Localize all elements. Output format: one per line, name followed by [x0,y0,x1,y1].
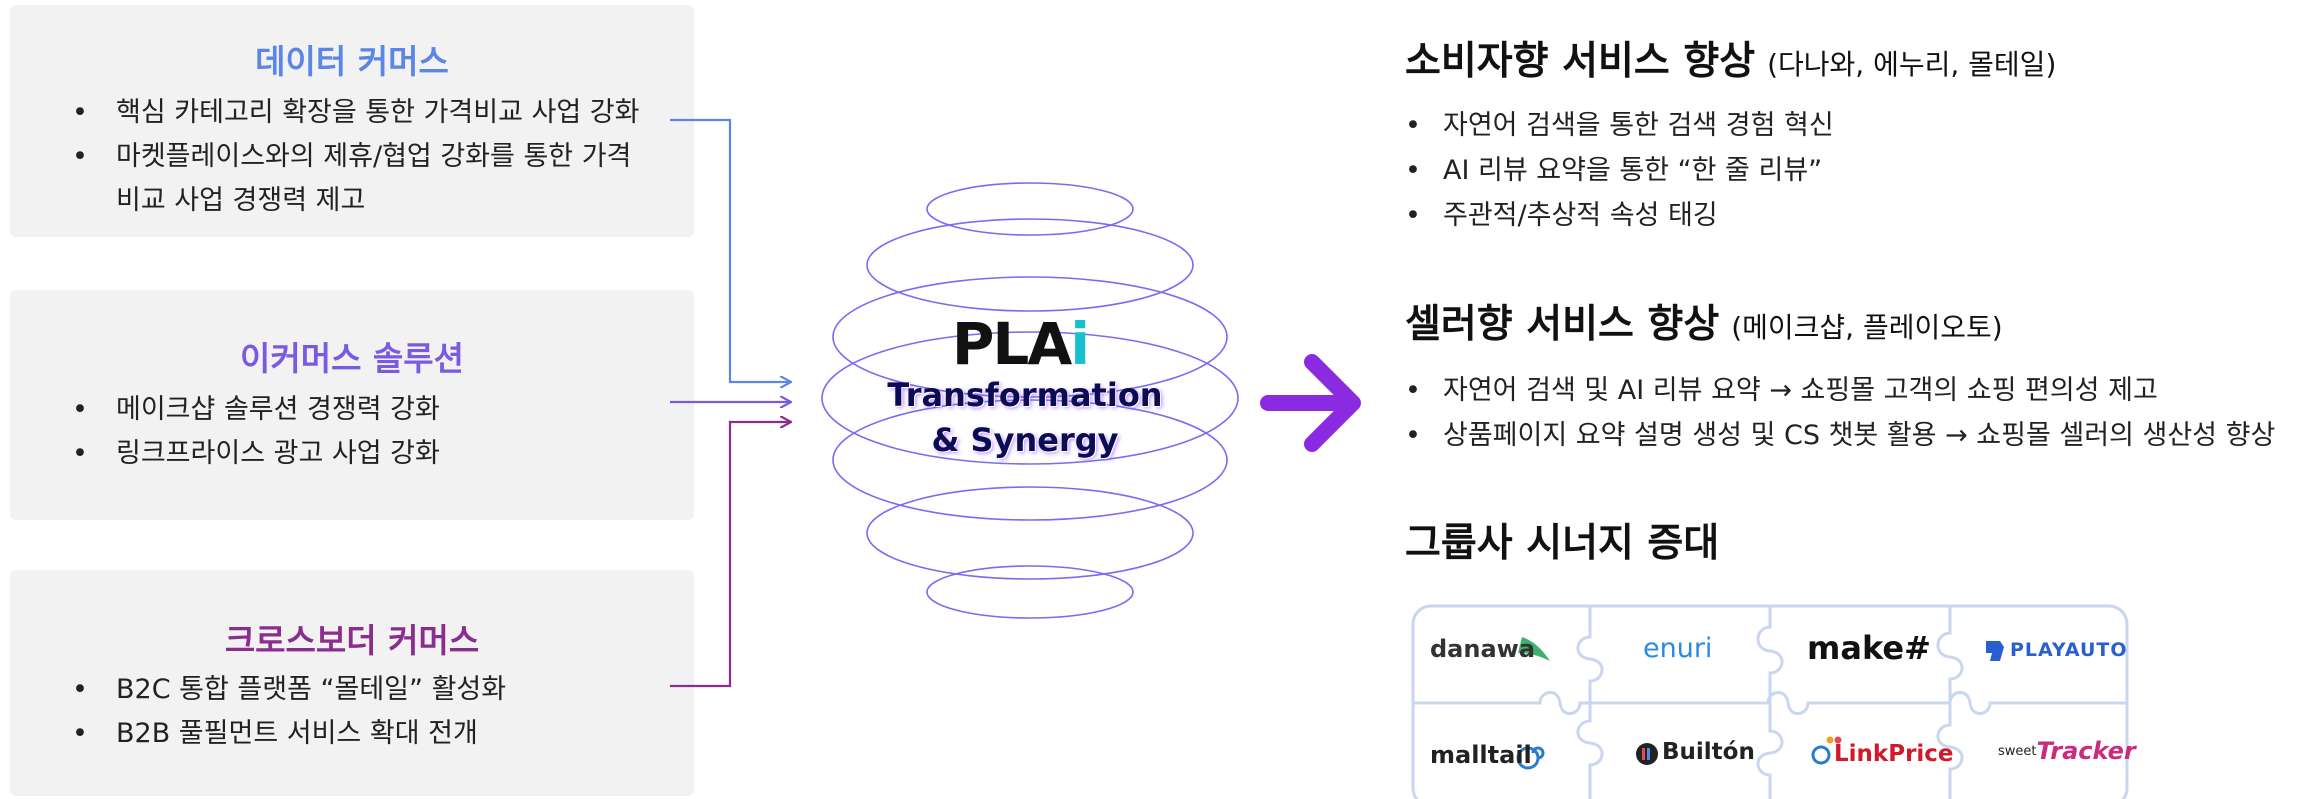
malltail-swirl-icon [1516,746,1545,770]
section-subtitle: (메이크샵, 플레이오토) [1731,311,2003,344]
group-logo-puzzle: danawa enuri make# PLAYAUTO malltail Bui… [1410,603,2136,799]
section-list-consumer: 자연어 검색을 통한 검색 경험 혁신 AI 리뷰 요약을 통한 “한 줄 리뷰… [1405,103,1834,238]
connector-data-commerce [670,118,790,382]
sphere-ring [866,218,1194,312]
logo-danawa: danawa [1430,635,1536,663]
section-title-synergy: 그룹사 시너지 증대 [1405,512,1719,568]
section-title-text: 그룹사 시너지 증대 [1405,521,1720,566]
list-item-continued: 비교 사업 경쟁력 제고 [116,185,366,216]
sphere-ring [832,399,1228,521]
list-item: 메이크샵 솔루션 경쟁력 강화 [72,388,440,432]
list-item: 자연어 검색을 통한 검색 경험 혁신 [1405,103,1834,148]
panel-data-commerce: 데이터 커머스 핵심 카테고리 확장을 통한 가격비교 사업 강화 마켓플레이스… [10,5,694,237]
logo-linkprice: LinkPrice [1834,741,1954,767]
sphere-ring [866,486,1194,580]
panel-list: 메이크샵 솔루션 경쟁력 강화 링크프라이스 광고 사업 강화 [72,388,440,476]
plai-logo-text: PLA [951,310,1072,378]
logo-sweettracker-tracker: Tracker [2036,737,2136,765]
logo-enuri: enuri [1643,633,1713,664]
list-item: B2B 풀필먼트 서비스 확대 전개 [72,712,506,756]
linkprice-dots-icon [1811,736,1842,765]
list-item: 마켓플레이스와의 제휴/협업 강화를 통한 가격 [72,135,639,179]
sphere-ring [926,182,1134,236]
list-item: 자연어 검색 및 AI 리뷰 요약 → 쇼핑몰 고객의 쇼핑 편의성 제고 [1405,368,2275,413]
logo-malltail: malltail [1430,741,1532,769]
logo-makeshop: make# [1807,629,1931,667]
section-list-seller: 자연어 검색 및 AI 리뷰 요약 → 쇼핑몰 고객의 쇼핑 편의성 제고 상품… [1405,368,2275,458]
section-title-seller: 셀러향 서비스 향상 (메이크샵, 플레이오토) [1405,293,2003,349]
list-item: AI 리뷰 요약을 통한 “한 줄 리뷰” [1405,148,1834,193]
section-subtitle: (다나와, 에누리, 몰테일) [1767,48,2057,81]
list-item: 링크프라이스 광고 사업 강화 [72,432,440,476]
danawa-swoosh-icon [1518,637,1550,661]
sphere-ring [832,276,1228,398]
list-item: 주관적/추상적 속성 태깅 [1405,193,1834,238]
section-title-text: 셀러향 서비스 향상 [1405,302,1720,347]
logo-sweettracker-sweet: sweet [1998,743,2037,759]
panel-list: 핵심 카테고리 확장을 통한 가격비교 사업 강화 마켓플레이스와의 제휴/협업… [72,91,639,223]
big-arrow-icon [1260,354,1361,452]
playauto-mark-icon [1986,641,2004,661]
logo-builton: Builtón [1662,739,1755,765]
center-title-line2: & Synergy [931,421,1119,459]
panel-title: 데이터 커머스 [255,42,449,81]
plai-logo: PLAi [940,310,1100,378]
logo-playauto: PLAYAUTO [2010,639,2128,661]
panel-title: 크로스보더 커머스 [224,621,480,660]
list-item: 핵심 카테고리 확장을 통한 가격비교 사업 강화 [72,91,639,135]
sphere-ring [926,565,1134,619]
panel-title: 이커머스 솔루션 [239,339,464,378]
section-title-consumer: 소비자향 서비스 향상 (다나와, 에누리, 몰테일) [1405,30,2056,86]
builton-badge-icon [1636,743,1658,765]
center-title-line1: Transformation [887,376,1163,414]
panel-list: B2C 통합 플랫폼 “몰테일” 활성화 B2B 풀필먼트 서비스 확대 전개 [72,668,506,756]
list-item: 상품페이지 요약 설명 생성 및 CS 챗봇 활용 → 쇼핑몰 셀러의 생산성 … [1405,413,2275,458]
puzzle-outline [1411,604,2129,799]
sphere-ring [821,331,1239,465]
connector-cross-border [670,422,790,688]
list-item: B2C 통합 플랫폼 “몰테일” 활성화 [72,668,506,712]
panel-cross-border: 크로스보더 커머스 B2C 통합 플랫폼 “몰테일” 활성화 B2B 풀필먼트 … [10,570,694,796]
sphere-rings [821,182,1239,619]
section-title-text: 소비자향 서비스 향상 [1405,39,1756,84]
panel-ecommerce-solution: 이커머스 솔루션 메이크샵 솔루션 경쟁력 강화 링크프라이스 광고 사업 강화 [10,290,694,520]
plai-logo-i: i [1070,310,1090,378]
